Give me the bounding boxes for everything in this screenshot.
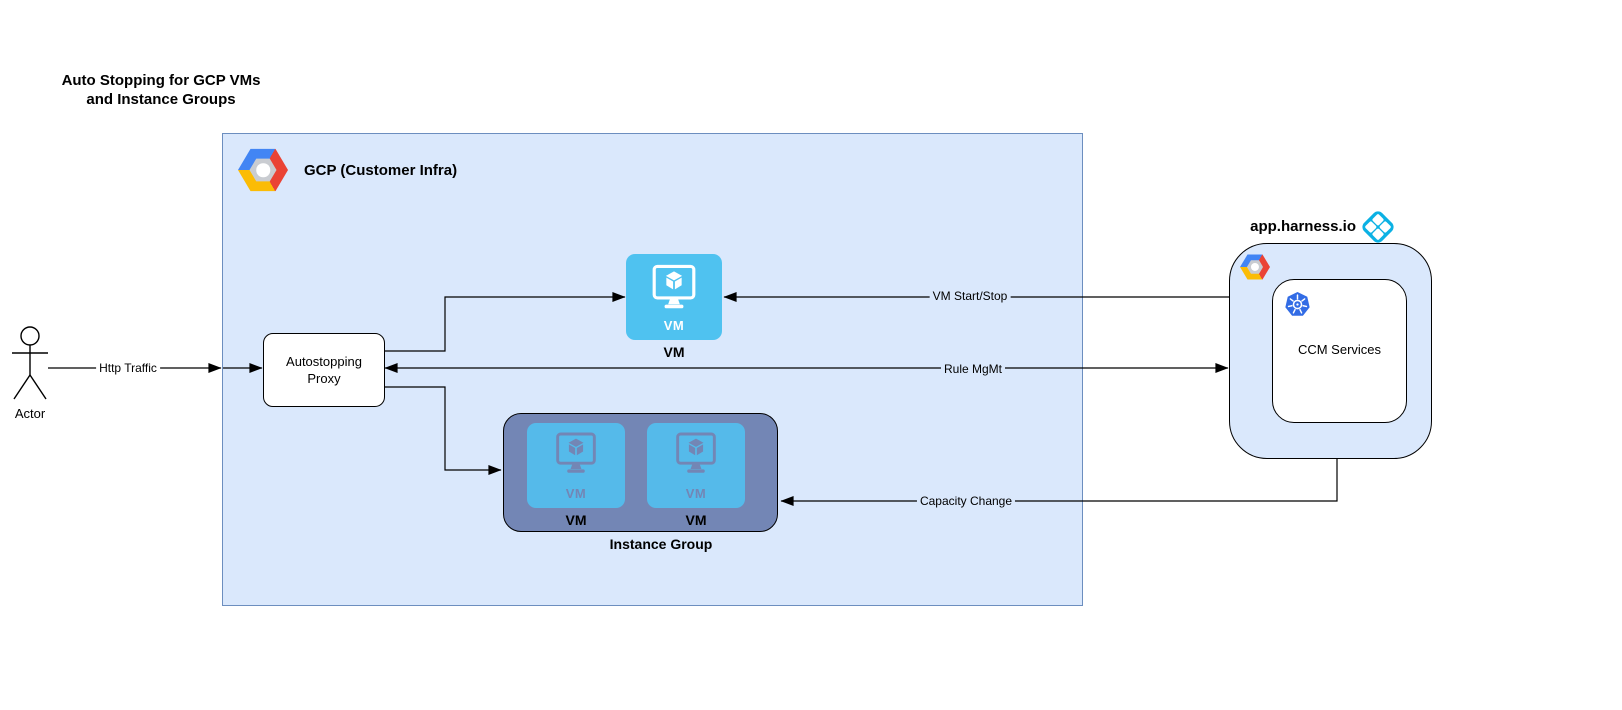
gcp-container-header: GCP (Customer Infra)	[238, 148, 457, 192]
vm-monitor-icon	[652, 264, 696, 309]
edge-label-http-traffic: Http Traffic	[96, 360, 160, 376]
edge-label-vm-start-stop: VM Start/Stop	[929, 288, 1011, 304]
vm-icon-text: VM	[565, 486, 587, 501]
gcp-container-label: GCP (Customer Infra)	[304, 161, 458, 179]
vm-monitor-icon	[556, 432, 596, 473]
diagram-title: Auto Stopping for GCP VMs and Instance G…	[30, 71, 292, 109]
actor-icon	[12, 326, 48, 400]
gcp-logo-icon	[238, 148, 288, 192]
vm-monitor-icon	[676, 432, 716, 473]
vm-node: VM	[626, 254, 722, 340]
kubernetes-icon	[1285, 292, 1310, 316]
vm-icon-text: VM	[685, 486, 707, 501]
diagram-title-line1: Auto Stopping for GCP VMs	[61, 72, 261, 89]
gcp-logo-icon-small	[1240, 254, 1270, 280]
instance-group-vm-2: VM	[647, 423, 745, 508]
harness-logo-icon	[1362, 211, 1394, 243]
instance-group-label: Instance Group	[609, 536, 713, 552]
vm-icon-text: VM	[663, 318, 685, 333]
edge-label-rule-mgmt: Rule MgMt	[940, 361, 1006, 377]
edge-label-capacity-change: Capacity Change	[916, 493, 1016, 509]
instance-group-vm-2-label: VM	[685, 512, 707, 528]
autostopping-proxy-label: Autostopping Proxy	[286, 354, 362, 386]
harness-domain-label: app.harness.io	[1250, 218, 1356, 235]
diagram-title-line2: and Instance Groups	[86, 91, 236, 108]
ccm-services-label: CCM Services	[1297, 342, 1382, 357]
instance-group-vm-1-label: VM	[565, 512, 587, 528]
vm-node-label: VM	[663, 344, 685, 360]
actor-label: Actor	[14, 406, 46, 421]
instance-group-vm-1: VM	[527, 423, 625, 508]
autostopping-proxy-node: Autostopping Proxy	[263, 333, 385, 407]
